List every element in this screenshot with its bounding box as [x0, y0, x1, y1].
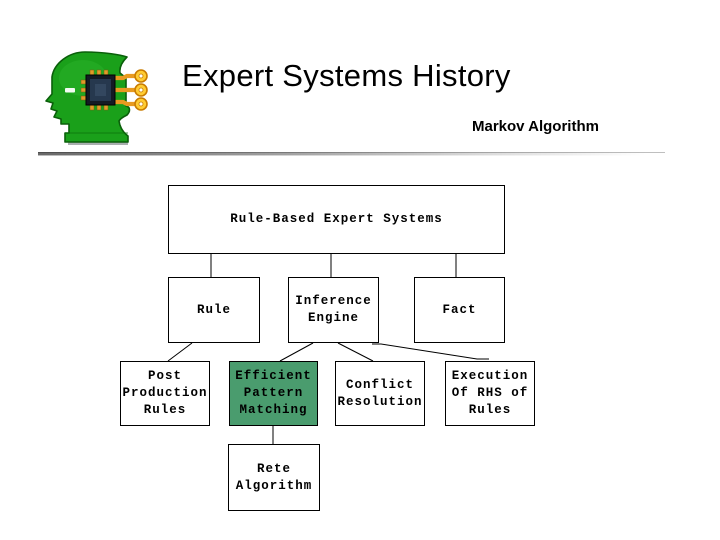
logo-chip	[85, 74, 116, 106]
node-conflict-resolution: Conflict Resolution	[335, 361, 425, 426]
logo-eye-dash	[65, 88, 75, 93]
header-divider	[38, 152, 665, 156]
node-rete-algorithm: Rete Algorithm	[228, 444, 320, 511]
connector-inference-efficient	[279, 342, 314, 362]
node-fact: Fact	[414, 277, 505, 343]
node-inference-engine: Inference Engine	[288, 277, 379, 343]
slide-subtitle: Markov Algorithm	[472, 118, 599, 135]
node-execution-of-rhs-of-rules: Execution Of RHS of Rules	[445, 361, 535, 426]
logo-shadow	[68, 142, 128, 145]
page-title: Expert Systems History	[182, 58, 511, 93]
connector-inference-conflict	[337, 342, 374, 362]
node-post-production-rules: Post Production Rules	[120, 361, 210, 426]
logo-circuit-traces	[113, 73, 136, 107]
logo-ring-pads	[134, 69, 148, 111]
head-with-chip-logo	[45, 51, 148, 145]
connector-rule-post	[167, 342, 193, 362]
node-efficient-pattern-matching: Efficient Pattern Matching	[229, 361, 318, 426]
connector-inference-execution	[372, 343, 489, 360]
node-rule-based-expert-systems: Rule-Based Expert Systems	[168, 185, 505, 254]
node-rule: Rule	[168, 277, 260, 343]
